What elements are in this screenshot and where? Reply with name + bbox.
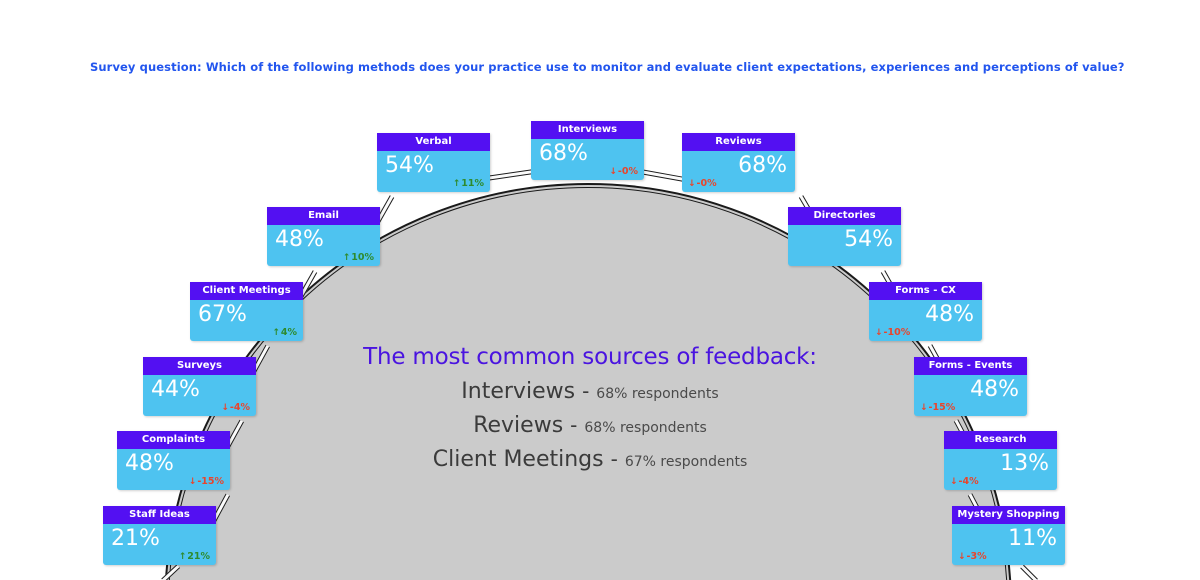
connector-rail bbox=[1020, 564, 1038, 580]
metric-card-client-meetings[interactable]: Client Meetings 67% ↑4% bbox=[190, 282, 303, 341]
metric-card-delta: ↓-0% bbox=[609, 166, 638, 177]
metric-card-header: Client Meetings bbox=[190, 282, 303, 300]
metric-card-header: Verbal bbox=[377, 133, 490, 151]
metric-card-email[interactable]: Email 48% ↑10% bbox=[267, 207, 380, 266]
metric-card-value: 11% bbox=[1008, 526, 1057, 551]
metric-card-delta-value: 10% bbox=[351, 252, 374, 263]
metric-card-research[interactable]: Research 13% ↓-4% bbox=[944, 431, 1057, 490]
metric-card-header: Forms - CX bbox=[869, 282, 982, 300]
metric-card-interviews[interactable]: Interviews 68% ↓-0% bbox=[531, 121, 644, 180]
metric-card-body: 21%↑21% bbox=[103, 524, 216, 565]
trend-arrow-icon: ↑ bbox=[452, 179, 461, 189]
metric-card-header: Surveys bbox=[143, 357, 256, 375]
metric-card-value: 44% bbox=[151, 377, 200, 402]
metric-card-value: 48% bbox=[970, 377, 1019, 402]
metric-card-surveys[interactable]: Surveys 44% ↓-4% bbox=[143, 357, 256, 416]
metric-card-delta-value: -4% bbox=[229, 402, 250, 413]
metric-card-delta: ↑10% bbox=[343, 252, 374, 263]
metric-card-delta: ↑21% bbox=[179, 551, 210, 562]
metric-card-delta-value: -10% bbox=[883, 327, 911, 338]
metric-card-body: 48% ↓-15% bbox=[914, 375, 1027, 416]
metric-card-delta: ↓-3% bbox=[958, 551, 987, 562]
metric-card-delta: ↓-4% bbox=[221, 402, 250, 413]
metric-card-body: 68% ↓-0% bbox=[531, 139, 644, 180]
metric-card-header: Complaints bbox=[117, 431, 230, 449]
metric-card-directories[interactable]: Directories 54% bbox=[788, 207, 901, 266]
metric-card-value: 68% bbox=[539, 141, 588, 166]
metric-card-body: 48% ↑10% bbox=[267, 225, 380, 266]
metric-card-delta: ↑4% bbox=[272, 327, 297, 338]
metric-card-body: 54% ↑11% bbox=[377, 151, 490, 192]
metric-card-delta: ↓-10% bbox=[875, 327, 910, 338]
metric-card-value: 48% bbox=[275, 227, 324, 252]
metric-card-mystery-shopping[interactable]: Mystery Shopping 11% ↓-3% bbox=[952, 506, 1065, 565]
metric-card-body: 54% bbox=[788, 225, 901, 266]
metric-card-body: 68% ↓-0% bbox=[682, 151, 795, 192]
metric-card-header: Mystery Shopping bbox=[952, 506, 1065, 524]
metric-card-delta-value: -0% bbox=[696, 178, 717, 189]
metric-card-delta-value: -3% bbox=[966, 551, 987, 562]
metric-card-delta-value: 11% bbox=[461, 178, 484, 189]
metric-card-header: Interviews bbox=[531, 121, 644, 139]
trend-arrow-icon: ↓ bbox=[188, 477, 197, 487]
metric-card-delta-value: -4% bbox=[958, 476, 979, 487]
trend-arrow-icon: ↓ bbox=[958, 552, 966, 562]
metric-card-header: Research bbox=[944, 431, 1057, 449]
metric-card-header: Forms - Events bbox=[914, 357, 1027, 375]
metric-card-delta-value: -15% bbox=[197, 476, 224, 487]
metric-card-delta: ↓-0% bbox=[688, 178, 717, 189]
metric-card-delta-value: -0% bbox=[617, 166, 638, 177]
metric-card-delta-value: -15% bbox=[928, 402, 956, 413]
metric-card-body: 67% ↑4% bbox=[190, 300, 303, 341]
metric-card-value: 21% bbox=[111, 526, 160, 551]
metric-card-body: 44% ↓-4% bbox=[143, 375, 256, 416]
trend-arrow-icon: ↓ bbox=[688, 179, 696, 189]
metric-card-value: 13% bbox=[1000, 451, 1049, 476]
metric-card-reviews[interactable]: Reviews 68% ↓-0% bbox=[682, 133, 795, 192]
metric-card-header: Staff Ideas bbox=[103, 506, 216, 524]
trend-arrow-icon: ↓ bbox=[609, 167, 617, 177]
trend-arrow-icon: ↓ bbox=[950, 477, 958, 487]
metric-card-delta: ↓-15% bbox=[189, 476, 224, 487]
metric-card-delta-value: 21% bbox=[187, 551, 210, 562]
trend-arrow-icon: ↑ bbox=[342, 253, 351, 263]
metric-card-delta: ↓-15% bbox=[920, 402, 955, 413]
metric-card-body: 13% ↓-4% bbox=[944, 449, 1057, 490]
metric-card-forms-cx[interactable]: Forms - CX 48% ↓-10% bbox=[869, 282, 982, 341]
connector-line bbox=[1020, 564, 1038, 580]
metric-card-value: 54% bbox=[844, 227, 893, 252]
trend-arrow-icon: ↑ bbox=[178, 552, 187, 562]
metric-card-value: 48% bbox=[925, 302, 974, 327]
metric-card-value: 54% bbox=[385, 153, 434, 178]
metric-card-body: 48% ↓-15% bbox=[117, 449, 230, 490]
metric-card-delta: ↓-4% bbox=[950, 476, 979, 487]
trend-arrow-icon: ↓ bbox=[221, 403, 229, 413]
survey-question: Survey question: Which of the following … bbox=[90, 60, 1125, 74]
metric-card-header: Directories bbox=[788, 207, 901, 225]
trend-arrow-icon: ↑ bbox=[272, 328, 280, 338]
metric-card-body: 48% ↓-10% bbox=[869, 300, 982, 341]
metric-card-value: 67% bbox=[198, 302, 247, 327]
metric-card-delta: ↑11% bbox=[453, 178, 484, 189]
metric-card-complaints[interactable]: Complaints 48% ↓-15% bbox=[117, 431, 230, 490]
metric-card-header: Reviews bbox=[682, 133, 795, 151]
trend-arrow-icon: ↓ bbox=[875, 328, 883, 338]
metric-card-value: 68% bbox=[738, 153, 787, 178]
metric-card-delta-value: 4% bbox=[280, 327, 297, 338]
metric-card-forms-events[interactable]: Forms - Events 48% ↓-15% bbox=[914, 357, 1027, 416]
metric-card-verbal[interactable]: Verbal 54% ↑11% bbox=[377, 133, 490, 192]
metric-card-body: 11% ↓-3% bbox=[952, 524, 1065, 565]
trend-arrow-icon: ↓ bbox=[920, 403, 928, 413]
metric-card-value: 48% bbox=[125, 451, 174, 476]
metric-card-header: Email bbox=[267, 207, 380, 225]
